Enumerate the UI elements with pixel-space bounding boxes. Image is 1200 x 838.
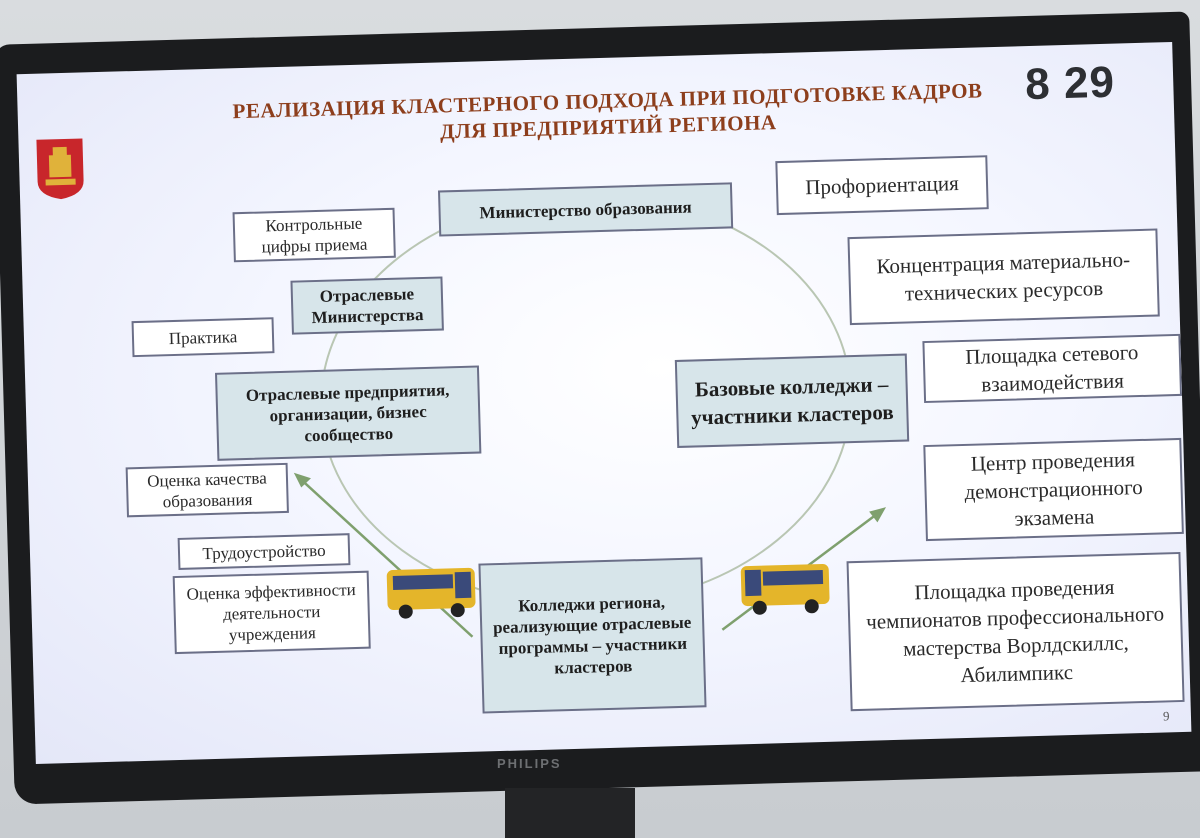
arrow-left	[299, 477, 474, 638]
slide-number: 9	[1162, 708, 1170, 724]
bus-image-left	[386, 567, 476, 619]
box-efficiency-assessment: Оценка эффективности деятельности учрежд…	[172, 570, 371, 655]
box-branch-ministries: Отраслевые Министерства	[290, 276, 444, 335]
region-emblem	[36, 138, 84, 200]
arrow-left-head	[293, 472, 311, 488]
box-base-colleges: Базовые колледжи – участники кластеров	[674, 353, 910, 448]
box-practice: Практика	[131, 317, 275, 358]
monitor-stand	[505, 788, 635, 838]
box-championship-platform: Площадка проведения чемпионатов професси…	[846, 551, 1185, 712]
box-quality-assessment: Оценка качества образования	[125, 462, 289, 518]
box-employment: Трудоустройство	[177, 533, 351, 570]
monitor-brand: PHILIPS	[497, 756, 562, 771]
box-demo-exam-center: Центр проведения демонстрационного экзам…	[923, 437, 1184, 542]
box-region-colleges: Колледжи региона, реализующие отраслевые…	[478, 557, 707, 714]
arrow-right-head	[869, 507, 887, 523]
box-enterprises: Отраслевые предприятия, организации, биз…	[215, 365, 482, 461]
box-career-guidance: Профориентация	[775, 155, 989, 216]
bus-image-right	[740, 563, 830, 615]
slide-screen: 8 29 РЕАЛИЗАЦИЯ КЛАСТЕРНОГО ПОДХОДА ПРИ …	[16, 41, 1192, 765]
box-admission-targets: Контрольные цифры приема	[232, 207, 396, 263]
box-resource-concentration: Концентрация материально-технических рес…	[847, 228, 1160, 326]
box-ministry-education: Министерство образования	[438, 182, 734, 237]
box-network-platform: Площадка сетевого взаимодействия	[922, 333, 1183, 404]
